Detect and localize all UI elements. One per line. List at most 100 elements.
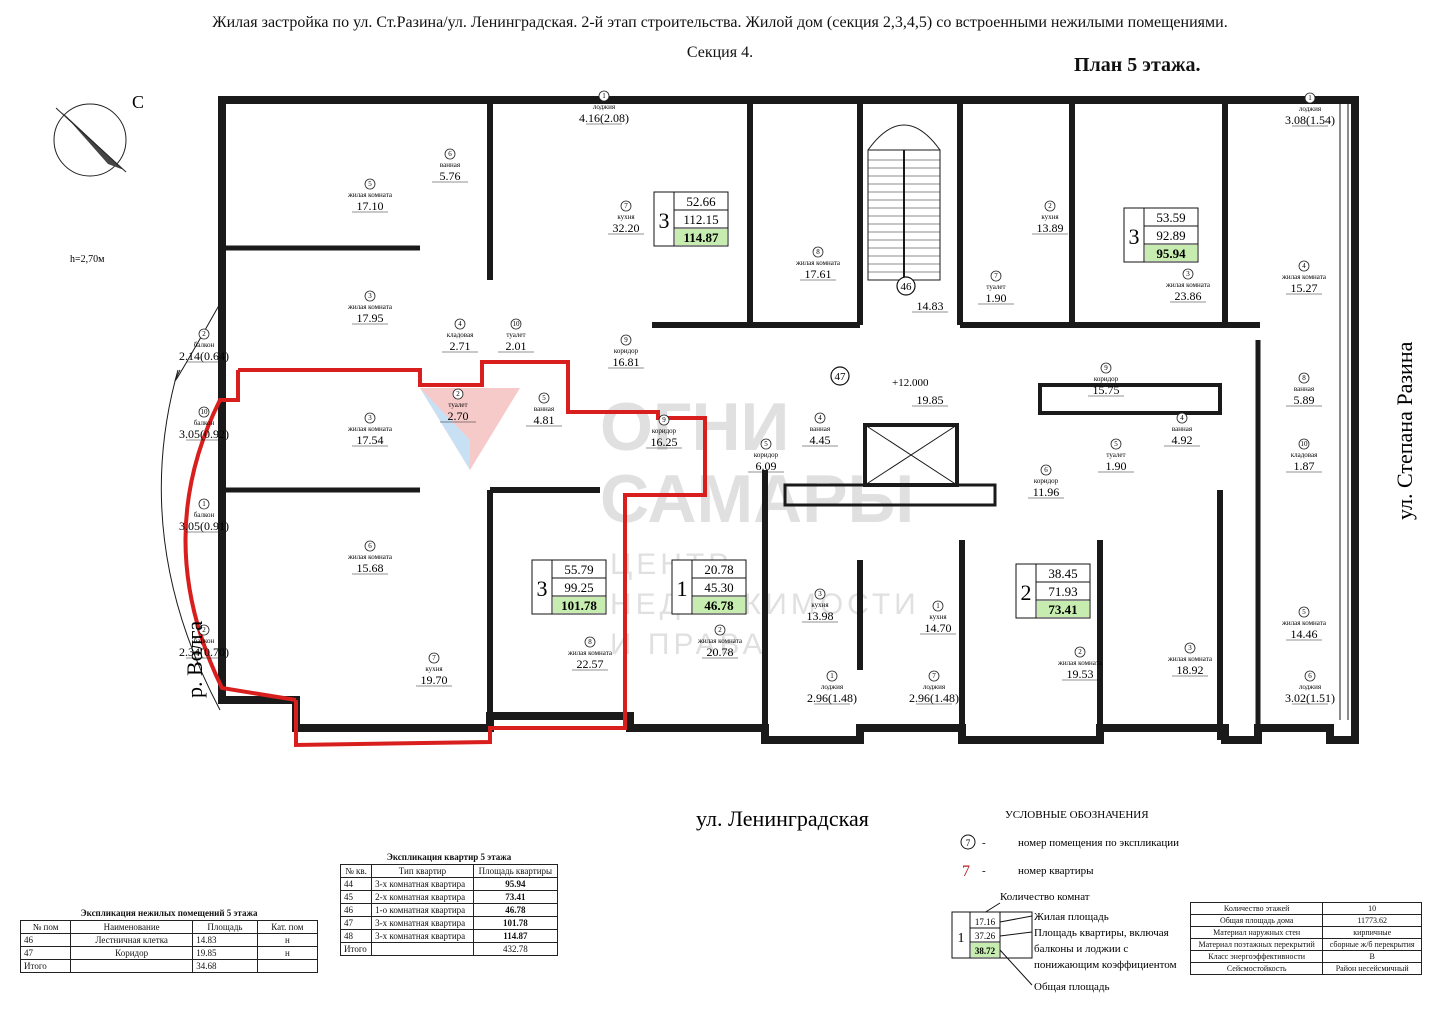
room-number: 9 <box>624 336 628 344</box>
table-row: 46 Лестничная клетка 14.83 н <box>19 933 319 947</box>
room-number: 3 <box>368 292 372 300</box>
table-cell: Материал наружных стен <box>1189 926 1324 939</box>
room-number-marker <box>1182 268 1194 280</box>
room-number: 1 <box>202 500 206 508</box>
room-area: 19.53 <box>1067 667 1094 681</box>
room-number: 5 <box>542 394 546 402</box>
legend-total-sample: 37.26 <box>975 931 996 941</box>
table-row: Итого 34.68 <box>19 959 319 973</box>
table-cell: 73.41 <box>472 890 559 904</box>
room-number-marker <box>714 624 726 636</box>
room-number: 4 <box>818 414 822 422</box>
room-name: ванная <box>810 425 831 433</box>
table-cell <box>371 942 474 956</box>
table-cell: 47 <box>19 946 72 960</box>
room-name: балкон <box>194 511 215 519</box>
room-number: 2 <box>456 390 460 398</box>
legend-rooms-sample: 1 <box>958 931 965 946</box>
room-area: 17.54 <box>357 433 384 447</box>
room-number-marker <box>364 412 376 424</box>
room-name: коридор <box>614 347 639 355</box>
room-label: 19.85 <box>912 393 948 407</box>
apartment-gross-area: 95.94 <box>1156 246 1186 261</box>
table-cell: 46.78 <box>472 903 559 917</box>
room-area: 22.57 <box>577 657 604 671</box>
room-number-marker <box>198 406 210 418</box>
legend-room-num-sample: 7 <box>966 838 971 848</box>
table-cell: сборные ж/б перекрытия <box>1322 938 1422 951</box>
apartment-total-area: 112.15 <box>683 212 718 227</box>
room-number-marker <box>1298 372 1310 384</box>
room-number: 1 <box>936 602 940 610</box>
table-cell: 34.68 <box>192 959 258 973</box>
compass: С <box>53 92 144 177</box>
room-number: 6 <box>1308 672 1312 680</box>
room-number: 1 <box>602 92 606 100</box>
legend-gross-label: Общая площадь <box>1034 981 1110 993</box>
table-row: 46 1-о комнатная квартира 46.78 <box>339 903 559 917</box>
svg-text:47: 47 <box>835 371 847 383</box>
room-number-marker <box>1304 92 1316 104</box>
room-area: 19.85 <box>917 393 944 407</box>
room-name: жилая комната <box>347 425 393 433</box>
table-row: 47 Коридор 19.85 н <box>19 946 319 960</box>
table-row: 45 2-х комнатная квартира 73.41 <box>339 890 559 904</box>
room-number-marker <box>990 270 1002 282</box>
room-number-marker <box>584 636 596 648</box>
room-area: 13.89 <box>1037 221 1064 235</box>
table-cell: 19.85 <box>192 946 258 960</box>
room-area: 2.34(0.70) <box>179 645 229 659</box>
apartment-rooms: 3 <box>537 576 548 601</box>
room-name: лоджия <box>593 103 616 111</box>
room-name: туалет <box>986 283 1005 291</box>
room-number: 5 <box>764 440 768 448</box>
room-area: 4.16(2.08) <box>579 111 629 125</box>
room-name: жилая комната <box>1281 273 1327 281</box>
room-number-marker <box>1074 646 1086 658</box>
table-cell: 44 <box>339 877 373 891</box>
room-number: 5 <box>368 180 372 188</box>
table-cell: 101.78 <box>472 916 559 930</box>
room-area: 1.87 <box>1294 459 1315 473</box>
room-area: 1.90 <box>1106 459 1127 473</box>
apartment-rooms: 2 <box>1021 580 1032 605</box>
room-number-marker <box>598 90 610 102</box>
room-number-marker <box>428 652 440 664</box>
room-number-marker <box>1044 200 1056 212</box>
table-header: Площадь квартиры <box>472 864 559 878</box>
floor-plan-title: План 5 этажа. <box>1074 54 1201 76</box>
nonresidential-table: Экспликация нежилых помещений 5 этажа № … <box>19 906 319 973</box>
room-name: ванная <box>440 161 461 169</box>
room-name: коридор <box>1094 375 1119 383</box>
table-row: 47 3-х комнатная квартира 101.78 <box>339 916 559 930</box>
section-title: Секция 4. <box>686 44 754 61</box>
room-number: 5 <box>1114 440 1118 448</box>
drawing-title: Жилая застройка по ул. Ст.Разина/ул. Лен… <box>212 14 1228 31</box>
gross-area-fill <box>1145 245 1197 261</box>
room-number-marker <box>444 148 456 160</box>
watermark-line1: ОГНИ <box>600 389 789 465</box>
staircase <box>867 124 941 281</box>
legend-total-label-1: Площадь квартиры, включая <box>1034 927 1169 939</box>
room-number: 8 <box>588 638 592 646</box>
